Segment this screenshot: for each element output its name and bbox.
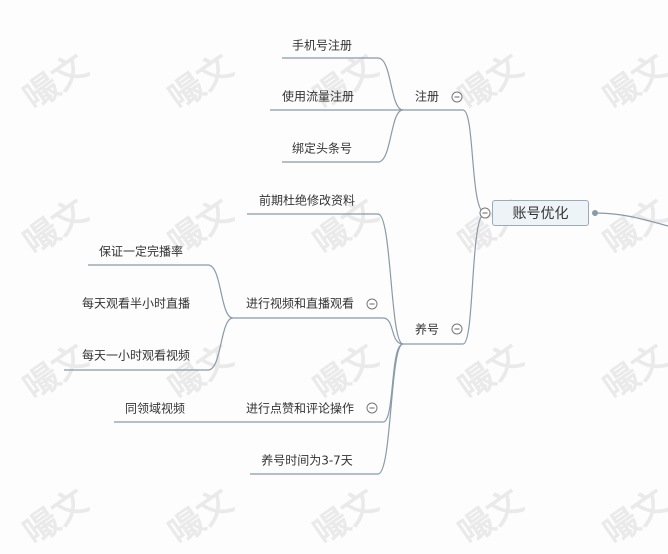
- node-completion-rate[interactable]: 保证一定完播率: [98, 244, 184, 259]
- connector-yh-1: [247, 213, 404, 345]
- root-node[interactable]: 账号优化: [492, 200, 589, 226]
- node-no-profile-edit[interactable]: 前期杜绝修改资料: [258, 193, 356, 208]
- root-connector-right: [594, 212, 668, 227]
- connector-zhuce: [403, 109, 486, 214]
- root-label: 账号优化: [512, 206, 569, 222]
- node-data-register[interactable]: 使用流量注册: [281, 89, 355, 104]
- node-one-hour-video[interactable]: 每天一小时观看视频: [81, 348, 191, 363]
- connector-zc-3: [282, 109, 404, 163]
- node-bind-toutiao[interactable]: 绑定头条号: [291, 141, 353, 156]
- connector-sp-3: [64, 317, 234, 371]
- collapse-like-toggle[interactable]: [366, 402, 378, 414]
- node-zhuce[interactable]: 注册: [414, 89, 440, 104]
- connector-yh-2: [233, 317, 404, 345]
- connector-yanghao: [403, 212, 486, 345]
- connector-yh-4: [250, 343, 404, 475]
- root-anchor-dot: [592, 210, 598, 216]
- node-watch-videos-live[interactable]: 进行视频和直播观看: [245, 296, 355, 311]
- node-like-comment[interactable]: 进行点赞和评论操作: [245, 401, 355, 416]
- connector-zc-1: [282, 57, 404, 111]
- collapse-yanghao-toggle[interactable]: [451, 323, 463, 335]
- node-yanghao[interactable]: 养号: [414, 322, 440, 337]
- collapse-watch-toggle[interactable]: [366, 298, 378, 310]
- connector-sp-1: [88, 264, 234, 319]
- node-duration[interactable]: 养号时间为3-7天: [261, 453, 353, 468]
- node-phone-register[interactable]: 手机号注册: [291, 38, 353, 53]
- node-half-hour-live[interactable]: 每天观看半小时直播: [81, 296, 191, 311]
- node-same-domain-video[interactable]: 同领域视频: [124, 401, 186, 416]
- collapse-root-toggle[interactable]: [479, 207, 491, 219]
- collapse-zhuce-toggle[interactable]: [451, 91, 463, 103]
